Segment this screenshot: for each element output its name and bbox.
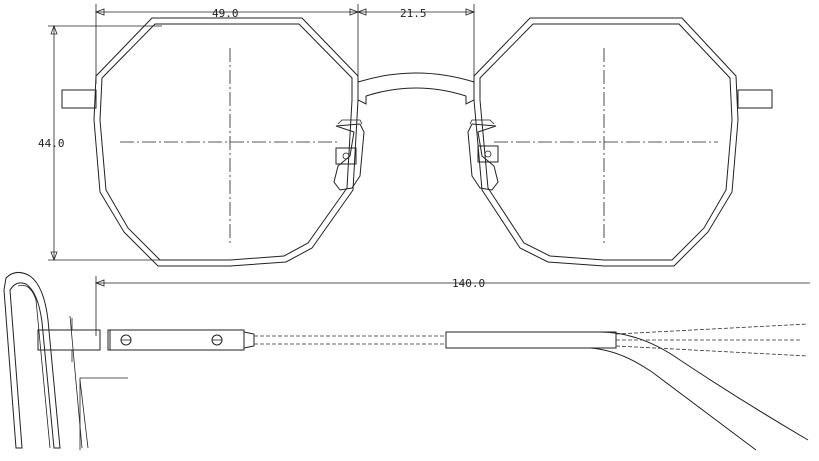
side-view: 140.0 [3,272,810,451]
lens-height-label: 44.0 [38,137,65,150]
hinge-block [37,329,101,351]
lens-width-dimension [94,4,360,84]
right-end-piece [737,89,773,109]
temple-barrel-tip [243,331,255,349]
earpiece-sleeve [445,331,617,349]
left-lens-rim-inner [99,23,353,261]
front-view: 49.0 21.5 44.0 [38,4,773,267]
earpiece-straight-dashed-upper [615,323,809,335]
earpiece-curve-upper [599,331,809,441]
right-lens-rim-outer [473,17,739,267]
frame-front-profile [3,272,61,449]
bridge-lower [365,87,467,97]
earpiece-curve-lower [589,347,757,451]
bridge-joint-left [357,82,367,105]
bridge-width-label: 21.5 [400,7,427,20]
temple-length-label: 140.0 [452,277,485,290]
temple-barrel [107,329,245,351]
bridge-width-dimension [356,4,476,84]
lens-width-label: 49.0 [212,7,239,20]
right-lens-rim-inner [479,23,733,261]
bridge-joint-right [465,82,475,105]
screw-1 [120,334,132,346]
right-nose-pad [467,119,499,191]
reference-bracket [79,377,128,450]
lens-edge-back [79,379,89,449]
lens-height-dimension [48,24,162,262]
earpiece-straight-dashed-lower [615,345,809,357]
screw-2 [211,334,223,346]
temple-length-dimension [94,276,810,336]
left-nose-pad [333,119,365,191]
frame-front-inner-profile [17,284,51,449]
bridge [357,72,475,83]
left-end-piece [61,89,97,109]
